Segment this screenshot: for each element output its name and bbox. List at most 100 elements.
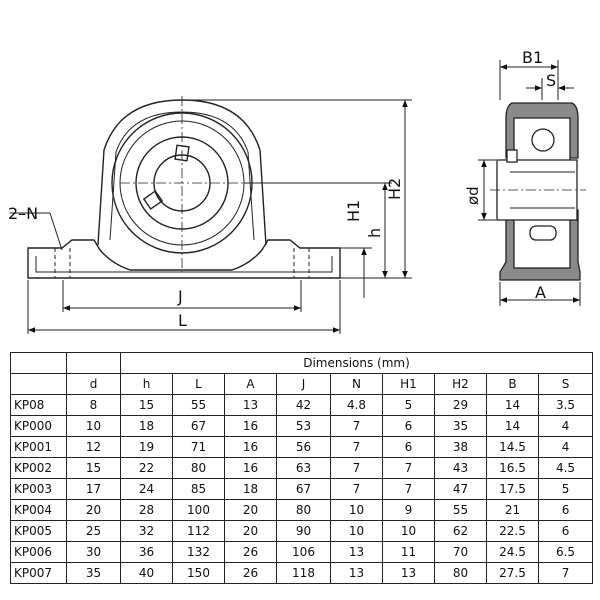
value-cell: 25 (66, 520, 121, 542)
column-header: d (66, 373, 121, 395)
value-cell: 63 (276, 457, 331, 479)
side-bore-lines (510, 171, 575, 209)
value-cell: 14 (486, 394, 539, 416)
model-cell: KP002 (10, 457, 67, 479)
value-cell: 18 (120, 415, 173, 437)
value-cell: 7 (382, 457, 435, 479)
value-cell: 7 (382, 478, 435, 500)
label-d: ød (464, 186, 482, 205)
column-header: H1 (382, 373, 435, 395)
value-cell: 150 (172, 562, 225, 584)
value-cell: 18 (224, 478, 277, 500)
value-cell: 7 (330, 415, 383, 437)
label-j: J (177, 287, 183, 306)
value-cell: 40 (120, 562, 173, 584)
set-screw-top (174, 144, 190, 162)
model-cell: KP005 (10, 520, 67, 542)
value-cell: 55 (434, 499, 487, 521)
label-l: L (178, 311, 187, 330)
value-cell: 20 (224, 499, 277, 521)
value-cell: 16 (224, 457, 277, 479)
value-cell: 80 (172, 457, 225, 479)
value-cell: 132 (172, 541, 225, 563)
centre-lines (120, 96, 244, 272)
value-cell: 13 (330, 541, 383, 563)
value-cell: 10 (330, 499, 383, 521)
value-cell: 70 (434, 541, 487, 563)
value-cell: 6 (382, 436, 435, 458)
value-cell: 90 (276, 520, 331, 542)
value-cell: 4 (537, 415, 594, 437)
value-cell: 13 (224, 394, 277, 416)
value-cell: 14 (486, 415, 539, 437)
value-cell: 10 (330, 520, 383, 542)
value-cell: 67 (276, 478, 331, 500)
value-cell: 106 (276, 541, 331, 563)
value-cell: 10 (66, 415, 121, 437)
bolt-holes-hidden (54, 248, 310, 278)
value-cell: 10 (382, 520, 435, 542)
column-header: A (224, 373, 277, 395)
value-cell: 35 (434, 415, 487, 437)
model-cell: KP007 (10, 562, 67, 584)
value-cell: 67 (172, 415, 225, 437)
column-header: B (486, 373, 539, 395)
label-h2: H2 (385, 178, 404, 200)
value-cell: 6 (537, 520, 594, 542)
value-cell: 17 (66, 478, 121, 500)
value-cell: 5 (382, 394, 435, 416)
model-cell: KP000 (10, 415, 67, 437)
model-cell: KP003 (10, 478, 67, 500)
value-cell: 16.5 (486, 457, 539, 479)
value-cell: 4 (537, 436, 594, 458)
bearing-ball-bottom (529, 225, 557, 241)
value-cell: 4.8 (330, 394, 383, 416)
value-cell: 53 (276, 415, 331, 437)
value-cell: 71 (172, 436, 225, 458)
table-group-header-row: Dimensions (mm) (10, 352, 594, 374)
value-cell: 21 (486, 499, 539, 521)
column-header: S (537, 373, 594, 395)
side-dimension-labels: B1 S ød A (464, 48, 556, 302)
value-cell: 80 (434, 562, 487, 584)
label-h1: H1 (344, 200, 363, 222)
value-cell: 55 (172, 394, 225, 416)
value-cell: 13 (330, 562, 383, 584)
value-cell: 26 (224, 562, 277, 584)
model-cell: KP006 (10, 541, 67, 563)
value-cell: 5 (537, 478, 594, 500)
side-set-screw (506, 149, 518, 163)
value-cell: 24 (120, 478, 173, 500)
model-cell: KP001 (10, 436, 67, 458)
value-cell: 6.5 (537, 541, 594, 563)
table-empty-cell (66, 352, 121, 374)
table-header-row: d h L A J N H1 H2 B S (10, 373, 594, 395)
value-cell: 20 (66, 499, 121, 521)
value-cell: 19 (120, 436, 173, 458)
value-cell: 28 (120, 499, 173, 521)
model-cell: KP08 (10, 394, 67, 416)
value-cell: 42 (276, 394, 331, 416)
value-cell: 9 (382, 499, 435, 521)
value-cell: 56 (276, 436, 331, 458)
value-cell: 13 (382, 562, 435, 584)
column-header: L (172, 373, 225, 395)
value-cell: 22 (120, 457, 173, 479)
column-header: H2 (434, 373, 487, 395)
value-cell: 36 (120, 541, 173, 563)
column-header: h (120, 373, 173, 395)
value-cell: 62 (434, 520, 487, 542)
value-cell: 47 (434, 478, 487, 500)
value-cell: 15 (66, 457, 121, 479)
value-cell: 7 (537, 562, 594, 584)
base-plate-inner-line (35, 256, 333, 273)
value-cell: 16 (224, 415, 277, 437)
